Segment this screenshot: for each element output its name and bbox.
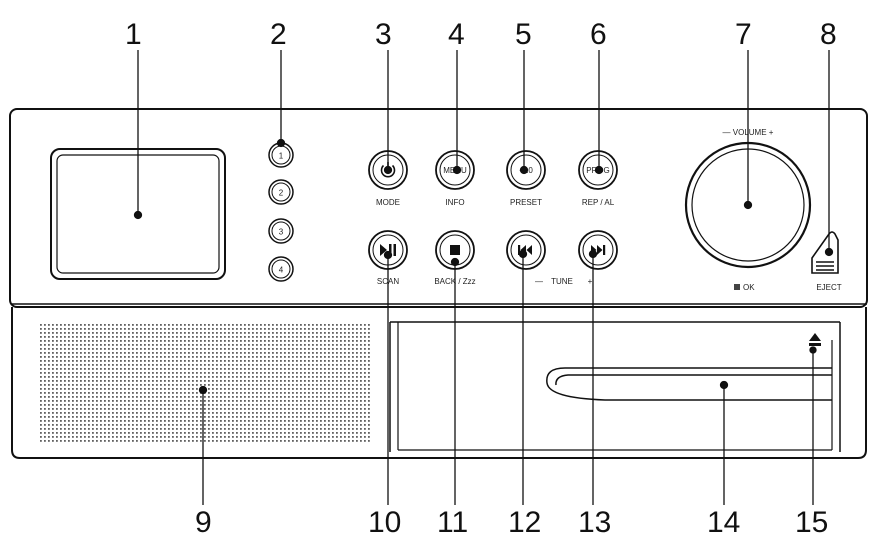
- previous-button[interactable]: [506, 230, 546, 270]
- callout-1: 1: [125, 18, 142, 51]
- callout-9: 9: [195, 506, 212, 539]
- tune-label: TUNE: [551, 277, 573, 286]
- callout-13: 13: [578, 506, 611, 539]
- preset-button-3[interactable]: 3: [268, 218, 294, 244]
- stop-icon: [450, 245, 460, 255]
- play-pause-button[interactable]: [368, 230, 408, 270]
- device-body: [9, 108, 868, 459]
- mode-label: MODE: [376, 198, 400, 207]
- next-button[interactable]: [578, 230, 618, 270]
- callout-14: 14: [707, 506, 740, 539]
- preset-3-label: 3: [279, 228, 284, 237]
- preset-2-label: 2: [279, 189, 284, 198]
- preset-button-4[interactable]: 4: [268, 256, 294, 282]
- leader-lines: [133, 50, 834, 505]
- tune-minus-label: —: [535, 277, 543, 286]
- disc-eject-indicator-icon: [809, 333, 821, 346]
- preset-1-label: 1: [279, 152, 284, 161]
- info-label: INFO: [445, 198, 464, 207]
- ok-label: OK: [743, 283, 755, 292]
- tune-plus-label: +: [588, 277, 593, 286]
- callout-7: 7: [735, 18, 752, 51]
- callout-15: 15: [795, 506, 828, 539]
- callout-8: 8: [820, 18, 837, 51]
- callout-4: 4: [448, 18, 465, 51]
- callout-10: 10: [368, 506, 401, 539]
- callout-2: 2: [270, 18, 287, 51]
- callout-3: 3: [375, 18, 392, 51]
- callout-5: 5: [515, 18, 532, 51]
- callout-12: 12: [508, 506, 541, 539]
- cd-slot[interactable]: [546, 367, 832, 401]
- play-pause-icon: [380, 244, 396, 256]
- preset-label: PRESET: [510, 198, 542, 207]
- eject-label: EJECT: [816, 283, 841, 292]
- rep-al-label: REP / AL: [582, 198, 615, 207]
- callout-11: 11: [437, 506, 468, 539]
- callout-6: 6: [590, 18, 607, 51]
- ok-icon: [734, 284, 740, 290]
- speaker-grille: [40, 324, 370, 444]
- preset-4-label: 4: [279, 266, 284, 275]
- preset-button-2[interactable]: 2: [268, 179, 294, 205]
- eject-icon: [816, 261, 834, 271]
